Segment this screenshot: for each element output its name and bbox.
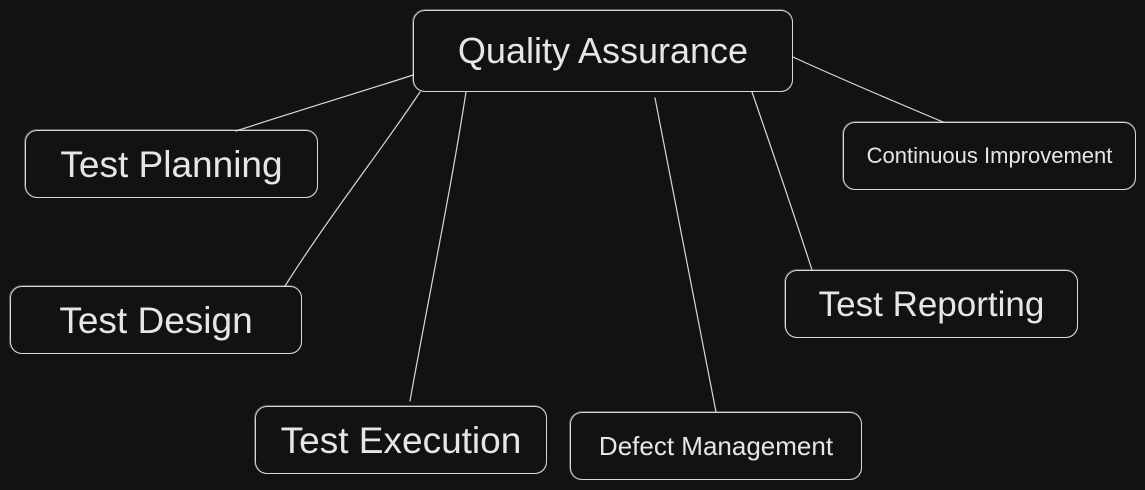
node-test-reporting[interactable]: Test Reporting xyxy=(784,269,1078,338)
connector-test-planning xyxy=(235,74,414,132)
root-node-quality-assurance[interactable]: Quality Assurance xyxy=(412,9,793,92)
node-label-test-execution: Test Execution xyxy=(280,419,522,461)
node-label-test-design: Test Design xyxy=(59,299,253,341)
connector-test-reporting xyxy=(751,91,813,271)
root-node-label: Quality Assurance xyxy=(457,30,749,71)
node-test-planning[interactable]: Test Planning xyxy=(24,129,318,198)
node-label-test-planning: Test Planning xyxy=(60,143,283,185)
node-test-design[interactable]: Test Design xyxy=(9,285,302,354)
connector-test-execution xyxy=(409,91,467,402)
node-defect-management[interactable]: Defect Management xyxy=(569,411,862,480)
connector-continuous-improvement xyxy=(792,56,944,123)
node-label-continuous-improvement: Continuous Improvement xyxy=(866,143,1113,168)
node-label-defect-management: Defect Management xyxy=(598,431,834,461)
node-label-test-reporting: Test Reporting xyxy=(818,284,1045,324)
node-test-execution[interactable]: Test Execution xyxy=(254,405,547,474)
node-continuous-improvement[interactable]: Continuous Improvement xyxy=(842,121,1136,190)
connector-defect-management xyxy=(654,97,717,413)
